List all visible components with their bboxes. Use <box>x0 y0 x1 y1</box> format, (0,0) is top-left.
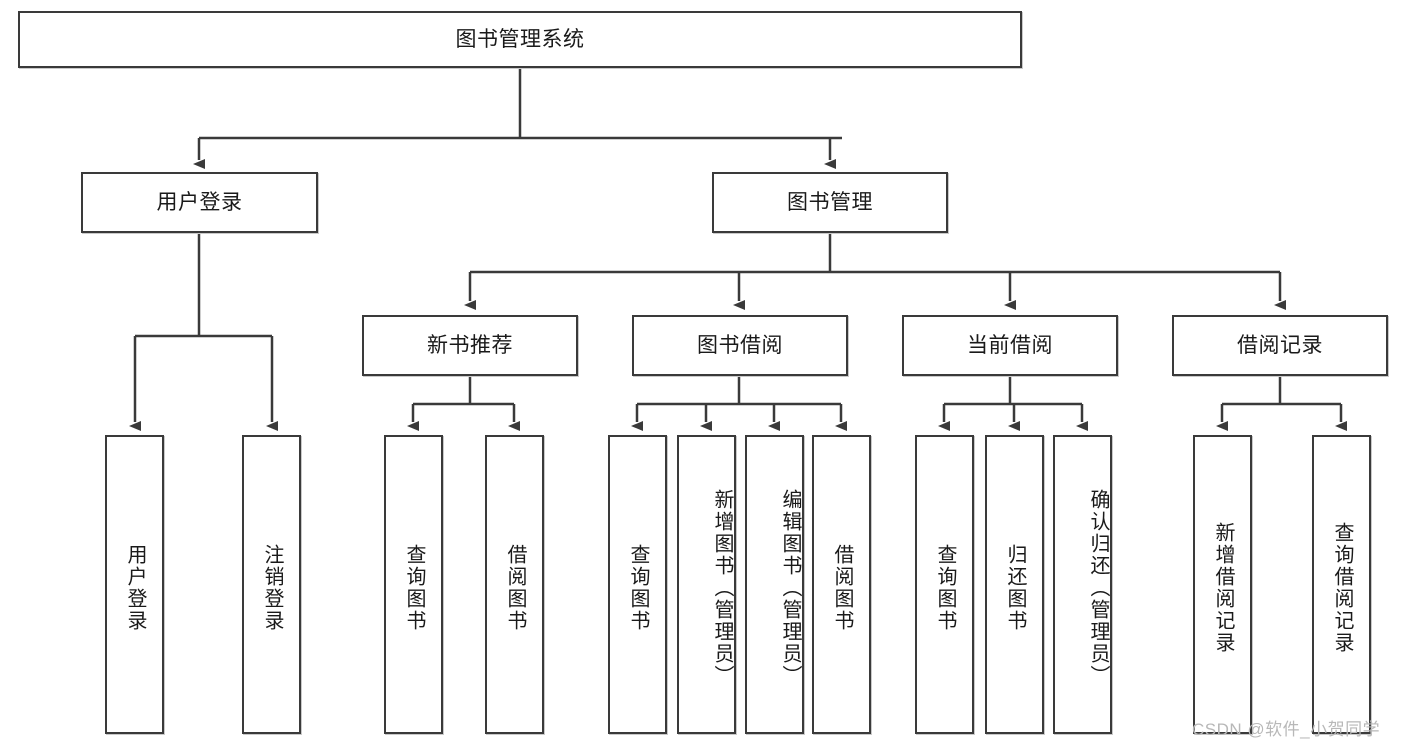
leaf-current-borrow-query-book[interactable]: 查询图书 <box>915 435 974 734</box>
node-label: 注销登录 <box>261 543 283 632</box>
node-label: 新增图书（管理员） <box>711 488 733 687</box>
leaf-current-borrow-confirm-return-admin[interactable]: 确认归还（管理员） <box>1053 435 1112 734</box>
leaf-new-book-query-book[interactable]: 查询图书 <box>384 435 443 734</box>
leaf-book-borrow-edit-book-admin[interactable]: 编辑图书（管理员） <box>745 435 804 734</box>
leaf-borrow-record-query-record[interactable]: 查询借阅记录 <box>1312 435 1371 734</box>
leaf-new-book-borrow-book[interactable]: 借阅图书 <box>485 435 544 734</box>
node-new-book-recommendation[interactable]: 新书推荐 <box>362 315 578 376</box>
node-label: 新书推荐 <box>427 333 513 357</box>
leaf-current-borrow-return-book[interactable]: 归还图书 <box>985 435 1044 734</box>
node-borrow-record[interactable]: 借阅记录 <box>1172 315 1388 376</box>
node-label: 新增借阅记录 <box>1212 521 1234 654</box>
leaf-book-borrow-query-book[interactable]: 查询图书 <box>608 435 667 734</box>
node-user-login[interactable]: 用户登录 <box>81 172 318 233</box>
node-label: 查询图书 <box>627 543 649 632</box>
node-label: 借阅图书 <box>504 543 526 632</box>
node-current-borrow[interactable]: 当前借阅 <box>902 315 1118 376</box>
leaf-book-borrow-borrow-book[interactable]: 借阅图书 <box>812 435 871 734</box>
node-label: 图书管理系统 <box>455 27 585 51</box>
node-label: 用户登录 <box>124 543 146 632</box>
leaf-borrow-record-add-record[interactable]: 新增借阅记录 <box>1193 435 1252 734</box>
node-label: 确认归还（管理员） <box>1087 488 1109 687</box>
node-label: 当前借阅 <box>967 333 1053 357</box>
node-root-system[interactable]: 图书管理系统 <box>18 11 1022 68</box>
node-label: 查询借阅记录 <box>1331 521 1353 654</box>
leaf-user-login-signout[interactable]: 注销登录 <box>242 435 301 734</box>
node-book-management[interactable]: 图书管理 <box>712 172 948 233</box>
node-label: 图书管理 <box>787 190 873 214</box>
node-book-borrow[interactable]: 图书借阅 <box>632 315 848 376</box>
node-label: 查询图书 <box>934 543 956 632</box>
leaf-book-borrow-add-book-admin[interactable]: 新增图书（管理员） <box>677 435 736 734</box>
csdn-watermark: CSDN @软件_小贺同学 <box>1192 720 1381 739</box>
node-label: 归还图书 <box>1004 543 1026 632</box>
node-label: 编辑图书（管理员） <box>779 488 801 687</box>
leaf-user-login-signin[interactable]: 用户登录 <box>105 435 164 734</box>
node-label: 用户登录 <box>156 190 243 214</box>
node-label: 借阅记录 <box>1237 333 1323 357</box>
node-label: 查询图书 <box>403 543 425 632</box>
node-label: 借阅图书 <box>831 543 853 632</box>
node-label: 图书借阅 <box>697 333 783 357</box>
